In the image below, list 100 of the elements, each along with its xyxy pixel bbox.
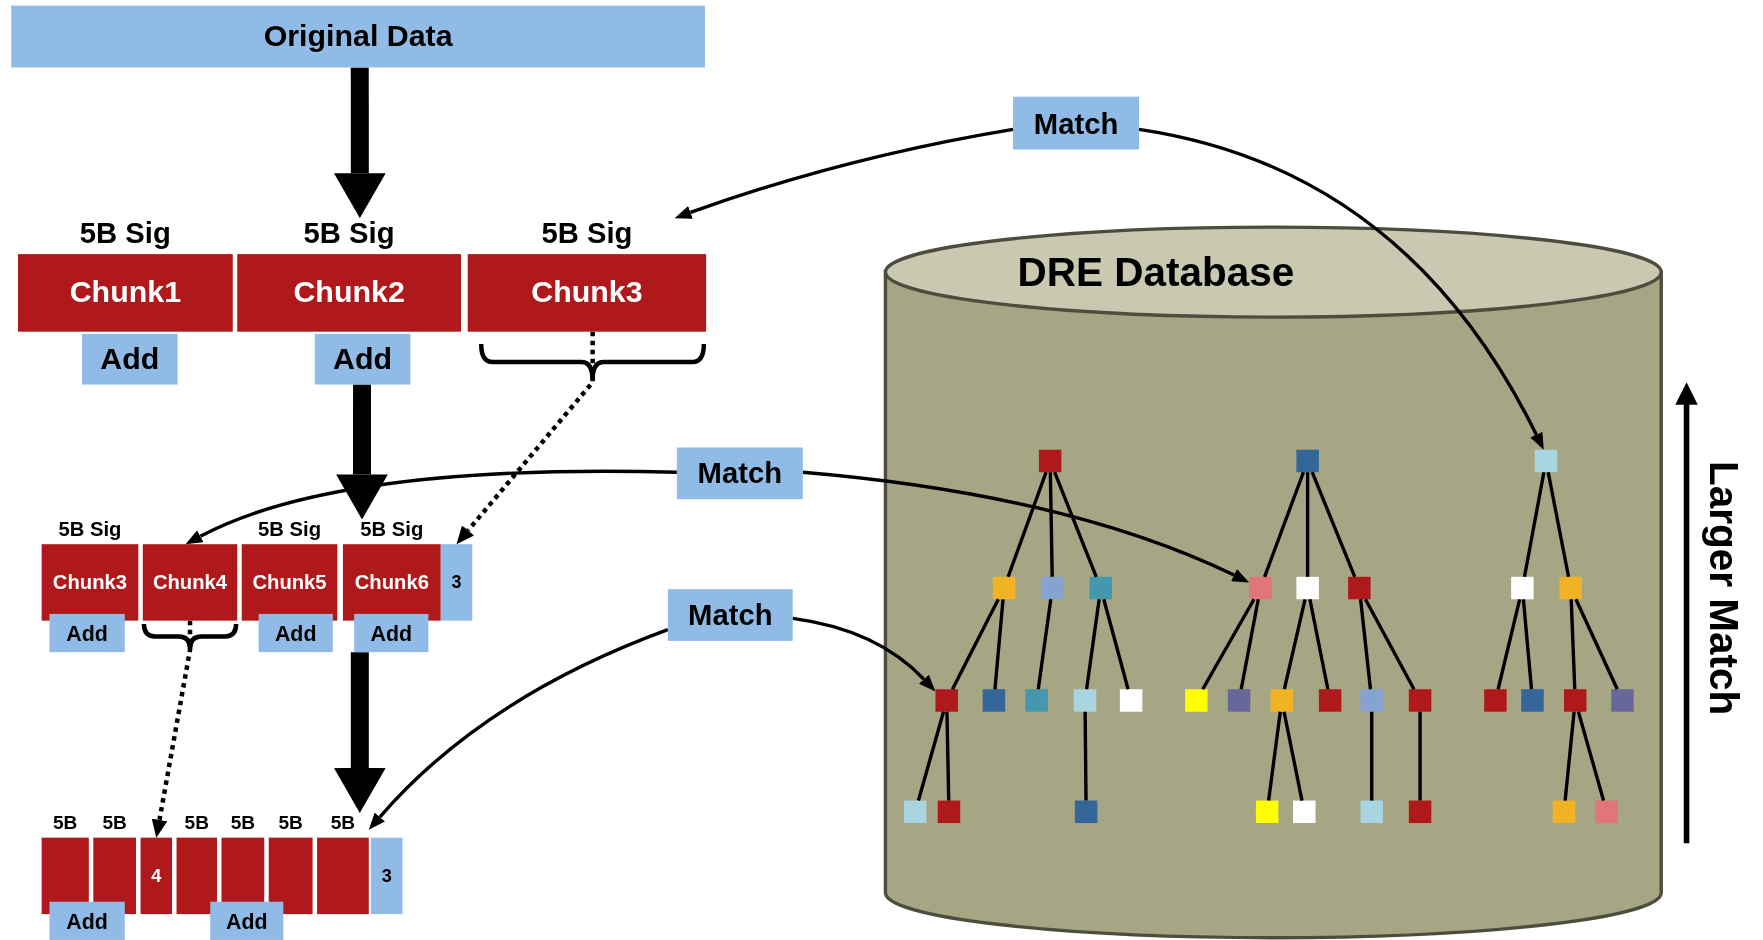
connector-line xyxy=(1263,471,1306,578)
add-tag: Add xyxy=(210,901,284,940)
reference-tag: 3 xyxy=(440,544,473,621)
add-tag: Add xyxy=(49,613,125,653)
signature-label: 5B Sig xyxy=(257,519,322,540)
tree-node xyxy=(1293,800,1316,824)
tree-node xyxy=(1073,689,1097,712)
match-tag: Match xyxy=(676,447,803,500)
tree-node xyxy=(1552,800,1576,824)
connector-line xyxy=(1308,598,1330,690)
tree-node xyxy=(1408,689,1432,712)
tree-node xyxy=(1521,689,1544,712)
tree-node xyxy=(1227,689,1251,712)
add-tag: Add xyxy=(82,333,178,385)
chunk-block: Chunk1 xyxy=(18,254,233,332)
connector-line xyxy=(1310,471,1357,578)
tree-node xyxy=(1038,449,1062,473)
connector-line xyxy=(1546,471,1571,578)
tree-node xyxy=(935,689,958,712)
signature-label: 5B Sig xyxy=(540,218,634,248)
tree-node xyxy=(1511,576,1534,600)
tree-node xyxy=(904,800,927,824)
dotted-arrow xyxy=(151,620,193,838)
tree-node xyxy=(1089,576,1112,600)
chunk-block: Chunk3 xyxy=(467,254,707,332)
tree-node xyxy=(1559,576,1582,600)
connector-line xyxy=(1521,599,1534,690)
block-arrow xyxy=(333,652,386,813)
tree-node xyxy=(1255,800,1279,824)
connector-line xyxy=(945,711,951,801)
block-arrow xyxy=(336,384,388,520)
arrow xyxy=(674,127,1014,219)
connector-line xyxy=(1282,711,1304,801)
tree-node xyxy=(1611,689,1634,712)
tree-node xyxy=(937,800,961,824)
connector-line xyxy=(1563,711,1576,801)
connector-line xyxy=(1036,599,1053,690)
connector-line xyxy=(1201,598,1256,691)
arrow xyxy=(792,616,936,692)
add-tag: Add xyxy=(354,613,429,653)
chunk-block: Chunk4 xyxy=(142,544,238,621)
tree-node xyxy=(982,689,1006,712)
tree-node xyxy=(1041,576,1064,600)
arrow xyxy=(1138,127,1545,450)
tree-node xyxy=(1360,800,1383,824)
tree-node xyxy=(992,576,1016,600)
tree-node xyxy=(1595,800,1618,824)
chunk-block: 4 xyxy=(140,837,173,915)
signature-label: 5B Sig xyxy=(359,519,425,540)
dotted-arrow xyxy=(456,331,595,545)
tree-node xyxy=(1348,576,1371,600)
tree-node xyxy=(1360,689,1383,712)
connector-line xyxy=(1574,598,1619,690)
arrow xyxy=(368,628,669,830)
connector-line xyxy=(1418,711,1422,801)
add-tag: Add xyxy=(258,613,333,653)
block-arrow xyxy=(333,67,386,219)
connector-line xyxy=(1496,598,1522,690)
chunk-block: Chunk6 xyxy=(342,544,441,621)
match-tag: Match xyxy=(1013,96,1139,150)
tree-node xyxy=(1408,800,1432,824)
connector-line xyxy=(1363,598,1416,691)
connector-line xyxy=(916,711,946,801)
connector-line xyxy=(1370,711,1374,801)
signature-label: 5B Sig xyxy=(302,218,396,248)
tree-node xyxy=(1025,689,1048,712)
tree-node xyxy=(1534,449,1558,473)
tree-node xyxy=(1270,689,1293,712)
connector-line xyxy=(1522,471,1546,578)
tree-node xyxy=(1119,689,1143,712)
connector-line xyxy=(1083,711,1088,801)
tree-node xyxy=(1296,576,1319,600)
connector-line xyxy=(950,598,1000,690)
chunk-block: Chunk3 xyxy=(41,544,139,621)
add-tag: Add xyxy=(314,333,411,385)
connector-line xyxy=(1576,711,1606,801)
arrow xyxy=(185,469,677,544)
data-bar: Original Data xyxy=(11,5,705,68)
connector-line xyxy=(1102,598,1130,690)
connector-line xyxy=(1358,599,1373,690)
tree-node xyxy=(1185,689,1208,712)
tree-node xyxy=(1249,576,1272,600)
arrow xyxy=(802,470,1250,583)
tree-node xyxy=(1296,449,1319,473)
connector-line xyxy=(1053,471,1098,578)
chunk-block: Chunk2 xyxy=(237,254,461,332)
tree-node xyxy=(1564,689,1587,712)
tree-node xyxy=(1074,800,1098,824)
connector-line xyxy=(993,599,1005,690)
connector-line xyxy=(1266,711,1282,801)
signature-label: 5B Sig xyxy=(57,519,123,540)
connector-line xyxy=(1239,598,1260,690)
match-tag: Match xyxy=(667,589,793,641)
connector-line xyxy=(1006,471,1048,578)
connector-line xyxy=(1282,598,1307,690)
connector-line xyxy=(1305,472,1310,577)
add-tag: Add xyxy=(49,901,125,940)
connector-line xyxy=(1048,472,1054,577)
chunk-block: Chunk5 xyxy=(241,544,338,621)
tree-node xyxy=(1318,689,1342,712)
